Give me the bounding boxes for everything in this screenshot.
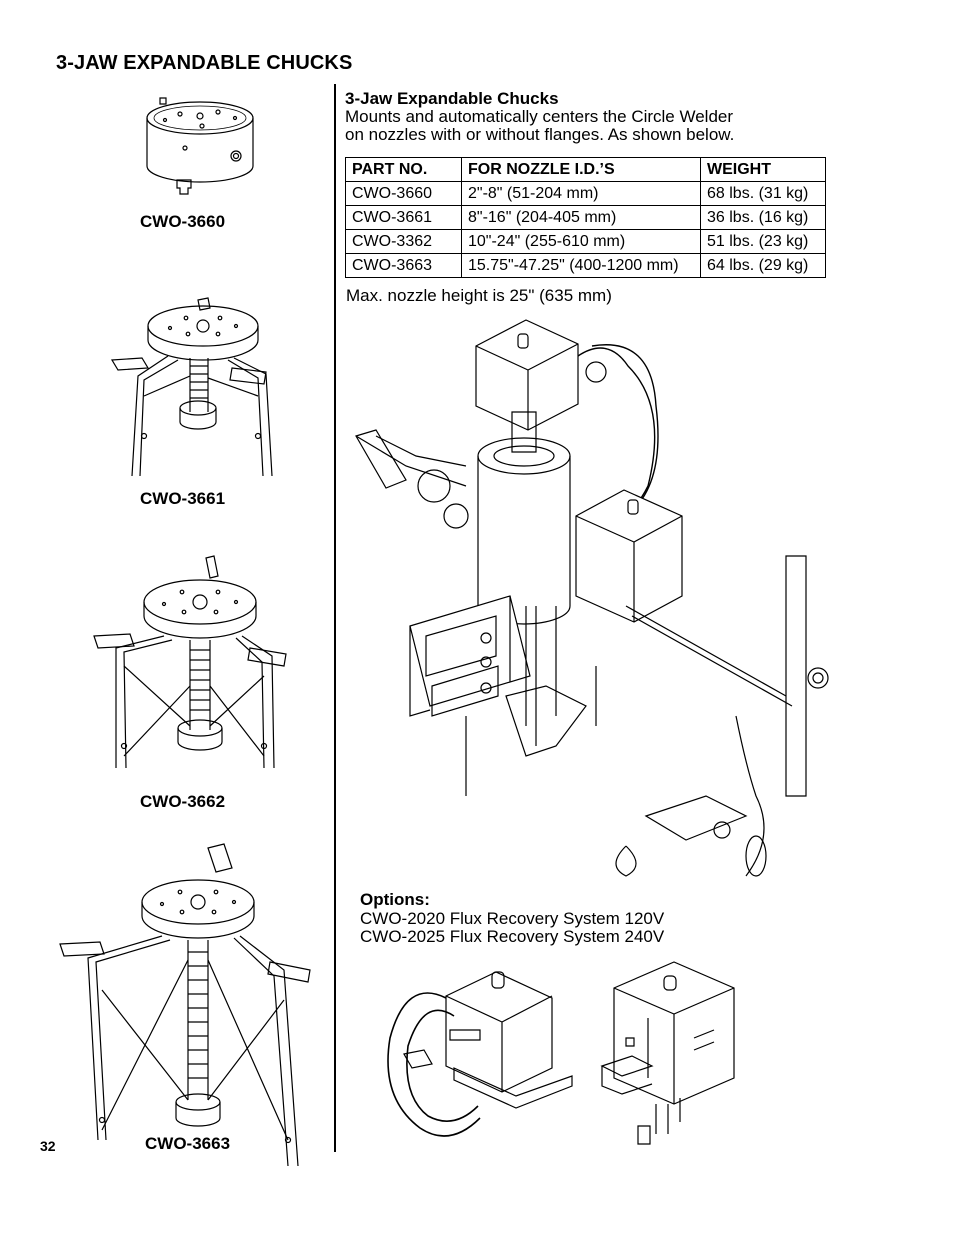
intro-text: 3-Jaw Expandable Chucks Mounts and autom…: [345, 90, 815, 144]
cell-nozzle-id: 15.75"-47.25" (400-1200 mm): [461, 253, 701, 278]
flux-recovery-system-illustration-1: [384, 958, 580, 1148]
cell-part-no: CWO-3661: [345, 205, 462, 230]
cell-weight: 64 lbs. (29 kg): [700, 253, 826, 278]
chuck-cwo-3660-illustration: [140, 96, 260, 200]
option-item-cwo-2020: CWO-2020 Flux Recovery System 120V: [360, 908, 665, 928]
intro-line-2: on nozzles with or without flanges. As s…: [345, 125, 735, 144]
product-label-cwo-3661: CWO-3661: [140, 489, 226, 508]
intro-heading: 3-Jaw Expandable Chucks: [345, 89, 559, 108]
table-row: CWO-3661 8"-16" (204-405 mm) 36 lbs. (16…: [345, 205, 826, 230]
spec-table: PART NO. FOR NOZZLE I.D.’S WEIGHT CWO-36…: [345, 157, 826, 278]
cell-nozzle-id: 2"-8" (51-204 mm): [461, 181, 701, 206]
header-weight: WEIGHT: [700, 157, 826, 182]
column-divider: [334, 84, 336, 1152]
flux-recovery-system-illustration-2: [596, 958, 738, 1148]
table-row: CWO-3663 15.75"-47.25" (400-1200 mm) 64 …: [345, 253, 826, 278]
options-text: Options: CWO-2020 Flux Recovery System 1…: [360, 890, 665, 947]
header-part-no: PART NO.: [345, 157, 462, 182]
max-height-note: Max. nozzle height is 25" (635 mm): [346, 286, 612, 305]
table-row: CWO-3362 10"-24" (255-610 mm) 51 lbs. (2…: [345, 229, 826, 254]
cell-weight: 51 lbs. (23 kg): [700, 229, 826, 254]
cell-part-no: CWO-3660: [345, 181, 462, 206]
cell-nozzle-id: 8"-16" (204-405 mm): [461, 205, 701, 230]
cell-part-no: CWO-3663: [345, 253, 462, 278]
option-item-cwo-2025: CWO-2025 Flux Recovery System 240V: [360, 927, 665, 946]
table-header-row: PART NO. FOR NOZZLE I.D.’S WEIGHT: [345, 157, 826, 182]
intro-line-1: Mounts and automatically centers the Cir…: [345, 107, 734, 126]
options-heading: Options:: [360, 890, 430, 909]
product-label-cwo-3662: CWO-3662: [140, 792, 226, 811]
product-label-cwo-3663: CWO-3663: [145, 1134, 231, 1153]
cell-part-no: CWO-3362: [345, 229, 462, 254]
page-title: 3-JAW EXPANDABLE CHUCKS: [56, 52, 353, 74]
cell-weight: 36 lbs. (16 kg): [700, 205, 826, 230]
chuck-cwo-3662-illustration: [94, 556, 290, 772]
page-number: 32: [40, 1138, 56, 1154]
chuck-cwo-3663-illustration: [58, 840, 314, 1170]
table-row: CWO-3660 2"-8" (51-204 mm) 68 lbs. (31 k…: [345, 181, 826, 206]
chuck-cwo-3661-illustration: [108, 296, 273, 482]
product-label-cwo-3660: CWO-3660: [140, 212, 226, 231]
header-nozzle-id: FOR NOZZLE I.D.’S: [461, 157, 701, 182]
cell-weight: 68 lbs. (31 kg): [700, 181, 826, 206]
cell-nozzle-id: 10"-24" (255-610 mm): [461, 229, 701, 254]
circle-welder-assembly-illustration: [346, 316, 832, 892]
